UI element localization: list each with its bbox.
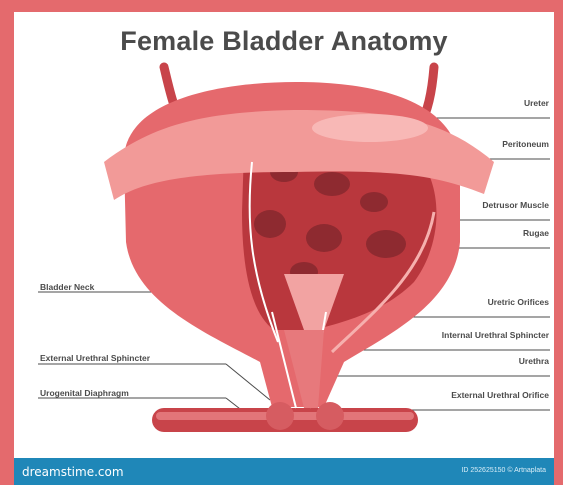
label-peritoneum: Peritoneum: [502, 139, 549, 149]
footer-bar: dreamstime.com ID 252625150 © Artnaplata: [14, 458, 554, 485]
label-external-urethral-sphincter: External Urethral Sphincter: [40, 353, 150, 363]
external-sphincter-left-shape: [266, 402, 294, 430]
external-sphincter-right-shape: [316, 402, 344, 430]
label-ureter: Ureter: [524, 98, 549, 108]
label-external-urethral-orifice: External Urethral Orifice: [451, 390, 549, 400]
label-ureteric-orifices: Uretric Orifices: [488, 297, 549, 307]
image-credit: ID 252625150 © Artnaplata: [461, 467, 546, 474]
peritoneum-highlight: [312, 114, 428, 142]
label-rugae: Rugae: [523, 228, 549, 238]
label-detrusor-muscle: Detrusor Muscle: [482, 200, 549, 210]
label-urogenital-diaphragm: Urogenital Diaphragm: [40, 388, 129, 398]
label-internal-urethral-sphincter: Internal Urethral Sphincter: [442, 330, 549, 340]
label-bladder-neck: Bladder Neck: [40, 282, 94, 292]
brand-logo: dreamstime.com: [22, 465, 124, 479]
label-urethra: Urethra: [519, 356, 549, 366]
